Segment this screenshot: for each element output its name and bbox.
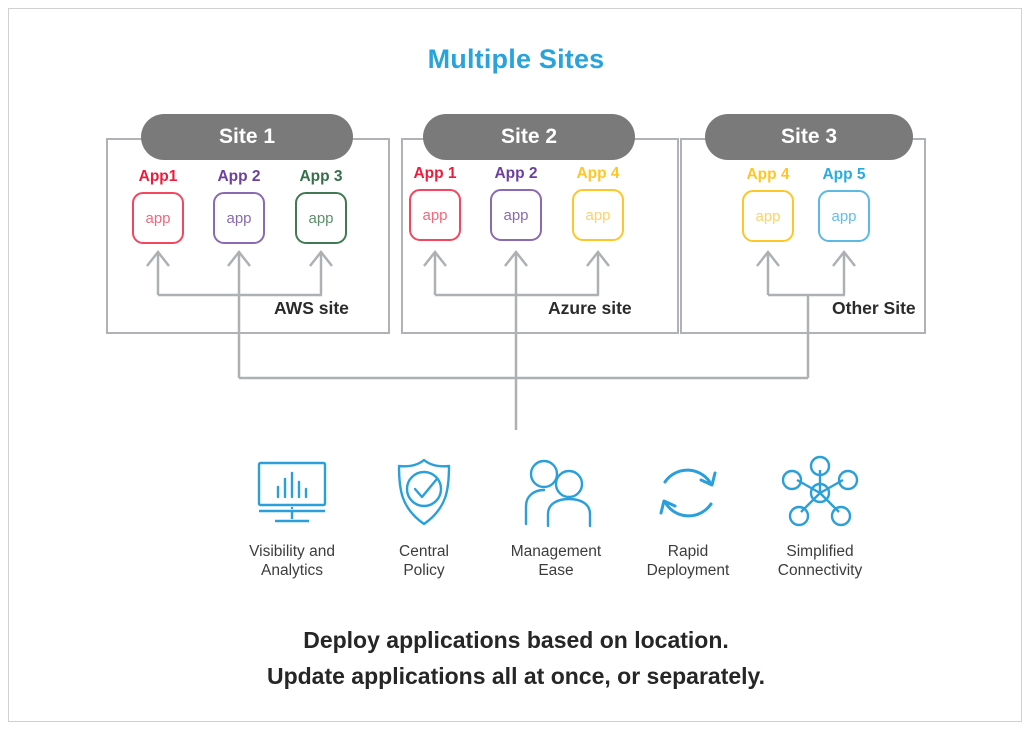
app-label: App 4 [576, 165, 620, 182]
benefit-label: Management Ease [511, 542, 601, 580]
app-cell-s1-a1[interactable]: App1 app [116, 168, 200, 244]
app-label: App 4 [746, 166, 790, 183]
benefit-visibility-analytics[interactable]: Visibility and Analytics [226, 452, 358, 580]
app-cell-s3-a2[interactable]: App 5 app [802, 166, 886, 242]
footer-caption: Deploy applications based on location. U… [0, 622, 1032, 694]
app-box: app [572, 189, 624, 241]
benefit-label-line2: Analytics [260, 562, 324, 579]
app-label: App1 [138, 168, 178, 185]
benefit-label-line1: Central [399, 543, 449, 560]
site-caption-2: Azure site [548, 298, 632, 318]
site2-arrowhead-1 [423, 249, 447, 267]
site1-arrowhead-1 [146, 249, 170, 267]
app-cell-s2-a1[interactable]: App 1 app [393, 165, 477, 241]
app-box: app [742, 190, 794, 242]
benefit-simplified-connectivity[interactable]: Simplified Connectivity [754, 452, 886, 580]
app-label: App 2 [217, 168, 261, 185]
benefit-central-policy[interactable]: Central Policy [358, 452, 490, 580]
app-label: App 2 [494, 165, 538, 182]
benefit-management-ease[interactable]: Management Ease [490, 452, 622, 580]
benefit-rapid-deployment[interactable]: Rapid Deployment [622, 452, 754, 580]
app-label: App 3 [299, 168, 343, 185]
site1-arrowhead-2 [227, 249, 251, 267]
benefit-label: Simplified Connectivity [778, 542, 862, 580]
app-box: app [409, 189, 461, 241]
site2-arrowhead-2 [504, 249, 528, 267]
benefit-label: Central Policy [399, 542, 449, 580]
benefit-label-line1: Visibility and [249, 543, 335, 560]
site3-arrowhead-2 [832, 249, 856, 267]
site2-arrowhead-3 [586, 249, 610, 267]
benefit-label-line2: Policy [403, 562, 445, 579]
app-box: app [818, 190, 870, 242]
benefits-row: Visibility and Analytics Central Policy [226, 452, 886, 580]
site-header-3[interactable]: Site 3 [705, 114, 913, 160]
footer-line-2: Update applications all at once, or sepa… [266, 663, 766, 689]
site-caption-1: AWS site [274, 298, 349, 318]
app-box: app [213, 192, 265, 244]
app-cell-s1-a2[interactable]: App 2 app [197, 168, 281, 244]
site-header-2[interactable]: Site 2 [423, 114, 635, 160]
app-cell-s2-a3[interactable]: App 4 app [556, 165, 640, 241]
benefit-label-line1: Rapid [667, 543, 709, 560]
app-label: App 1 [413, 165, 457, 182]
site-caption-3: Other Site [832, 298, 916, 318]
site1-arrowhead-3 [309, 249, 333, 267]
app-label: App 5 [822, 166, 866, 183]
page-title: Multiple Sites [427, 44, 605, 74]
benefit-label-line1: Management [510, 543, 602, 560]
app-cell-s1-a3[interactable]: App 3 app [279, 168, 363, 244]
benefit-label: Visibility and Analytics [249, 542, 335, 580]
benefit-label-line2: Deployment [646, 562, 730, 579]
shield-check-icon [387, 452, 461, 534]
network-hub-icon [778, 452, 862, 534]
benefit-label: Rapid Deployment [647, 542, 730, 580]
footer-line-1: Deploy applications based on location. [303, 627, 729, 653]
app-box: app [490, 189, 542, 241]
site-header-1[interactable]: Site 1 [141, 114, 353, 160]
two-people-icon [514, 452, 598, 534]
benefit-label-line2: Ease [538, 562, 574, 579]
app-box: app [295, 192, 347, 244]
refresh-cycle-icon [649, 452, 727, 534]
benefit-label-line1: Simplified [786, 543, 854, 560]
monitor-analytics-icon [249, 452, 335, 534]
app-box: app [132, 192, 184, 244]
app-cell-s2-a2[interactable]: App 2 app [474, 165, 558, 241]
app-cell-s3-a1[interactable]: App 4 app [726, 166, 810, 242]
benefit-label-line2: Connectivity [777, 562, 863, 579]
site3-arrowhead-1 [756, 249, 780, 267]
